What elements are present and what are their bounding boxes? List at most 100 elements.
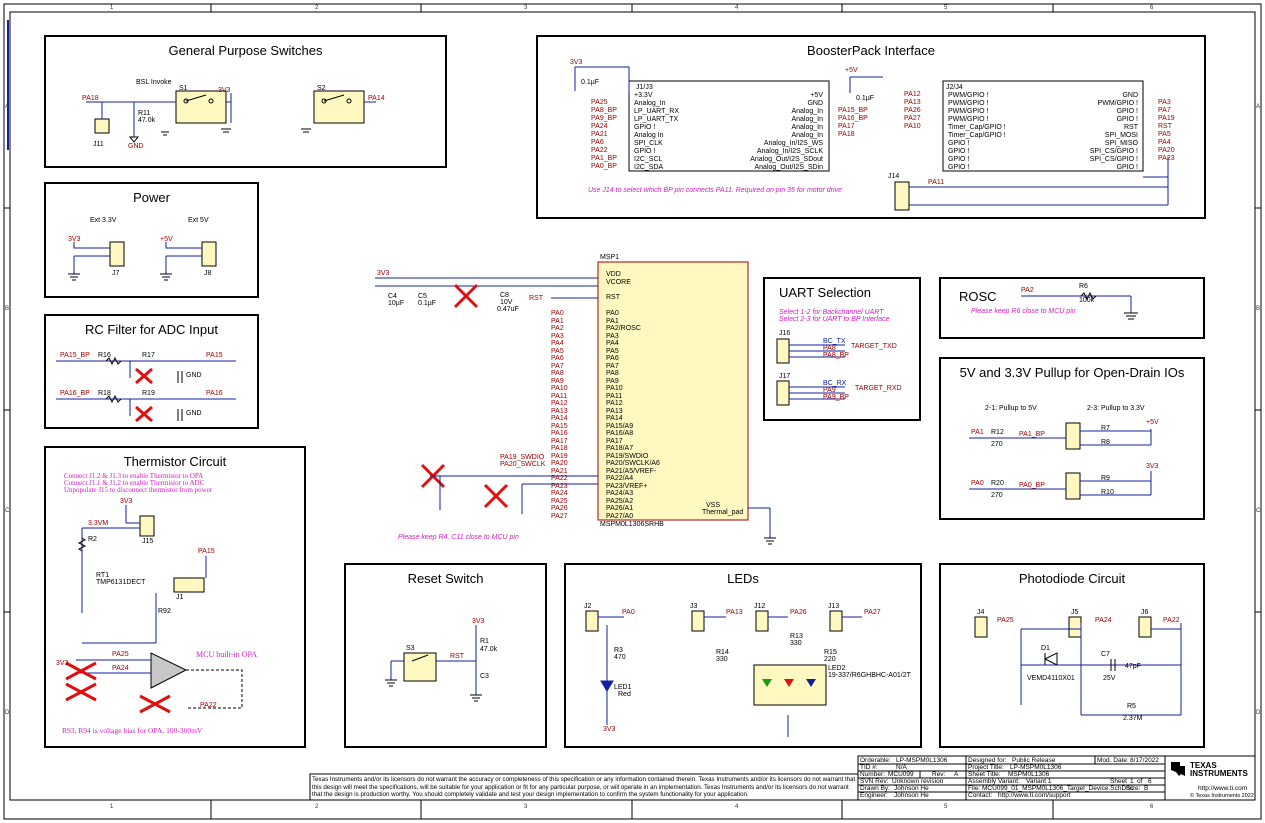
j2-pin-12: SPI_CS/GPIO !	[1089, 156, 1138, 163]
mcu-pin-net: PA4	[551, 340, 564, 347]
mcu-pin: PA14	[606, 415, 623, 422]
r1-ref: R1	[480, 638, 489, 645]
therm-3v3m: 3.3VM	[88, 520, 109, 527]
mcu-pin: PA11	[606, 392, 623, 400]
mcu-pin-net: PA7	[551, 362, 564, 370]
ext33-label: Ext 3.3V	[90, 217, 117, 224]
j2-pin-31: GPIO !	[948, 164, 970, 171]
r10-ref: R10	[1101, 489, 1114, 496]
drawn-label: Drawn By:	[860, 785, 890, 792]
designed-value: Public Release	[1012, 757, 1056, 764]
rosc-r6: R6	[1079, 283, 1088, 290]
row-c-right: C	[1256, 508, 1261, 514]
pullup-right-note: 2-3: Pullup to 3.3V	[1087, 405, 1145, 412]
r15-ref: R15	[824, 649, 837, 656]
s1-ref: S1	[179, 85, 188, 92]
row-b-right: B	[1256, 306, 1261, 312]
mcu-pa20-swclk: PA20_SWCLK	[500, 461, 546, 468]
mcu-pin: PA3	[606, 332, 619, 340]
j1-pin-29: Analog_Out/I2S_SDout	[750, 156, 823, 163]
j2-net-pa10: PA10	[904, 123, 921, 130]
j2-net-pa19: PA19	[1158, 115, 1175, 122]
boosterpack-block: BoosterPack Interface 3V3 0.1µF 0.1µF +5…	[536, 35, 1206, 219]
led-pa0: PA0	[622, 609, 635, 616]
j2-net-pa26: PA26	[904, 107, 921, 114]
mcu-pin: VCORE	[606, 278, 631, 286]
therm-note-2: Connect J1.1 & J1.2 to enable Thermistor…	[64, 479, 205, 487]
row-d-right: D	[1256, 710, 1261, 716]
j3-led-ref: J3	[690, 603, 698, 610]
mcu-pin-net: PA8	[551, 370, 564, 377]
mcu-pin: PA21/A5/VREF-	[606, 467, 657, 475]
rc-drawing	[56, 356, 236, 423]
number-label: Number:	[860, 771, 885, 778]
therm-note-3: Unpopulate J15 to disconnect thermistor …	[64, 486, 213, 494]
j4-photo-ref: J4	[977, 609, 985, 616]
j2-led-ref: J2	[584, 603, 592, 610]
pullup-pa0: PA0	[971, 480, 984, 487]
project-label: Project Title:	[968, 764, 1004, 771]
mcu-pin: PA24/A3	[606, 490, 634, 497]
j1-pin-5: GPIO !	[634, 124, 656, 131]
j2-net-pa23: PA23	[1158, 155, 1175, 162]
tid-label: TID #:	[860, 764, 878, 771]
j6-photo-ref: J6	[1141, 609, 1149, 616]
gnd-switches: GND	[128, 143, 144, 150]
j16-ref: J16	[779, 330, 791, 337]
j2-pin-34: GPIO !	[948, 140, 970, 147]
svn-value: Unknown revision	[892, 778, 944, 785]
mcu-pin-net: PA23	[551, 482, 568, 490]
mcu-pin-net: PA16	[551, 430, 568, 437]
j1-pin-23: Analog_In	[791, 108, 823, 115]
mcu-pin-net: PA12	[551, 400, 568, 407]
therm-3v3: 3V3	[120, 498, 133, 505]
r3-value: 470	[614, 654, 626, 661]
j11-ref: J11	[93, 141, 104, 148]
j1-net-pa8bp: PA8_BP	[591, 107, 617, 114]
reset-3v3: 3V3	[472, 618, 485, 625]
r13-value: 330	[790, 640, 802, 647]
rosc-title: ROSC	[959, 289, 997, 304]
j1-pin-8: GPIO !	[634, 148, 656, 155]
net-pa18: PA18	[82, 95, 99, 102]
rc-gnd-1: GND	[186, 372, 202, 379]
uart-drawing	[776, 338, 845, 406]
rosc-r6-value: 100k	[1079, 297, 1095, 304]
leds-drawing	[585, 610, 862, 737]
led1-color: Red	[618, 691, 631, 698]
j1-net-pa6: PA6	[591, 139, 604, 146]
mcu-vss: VSS	[706, 502, 721, 509]
j2-pin-39: PWM/GPIO !	[948, 100, 989, 107]
j2-pin-13: SPI_CS/GPIO !	[1089, 148, 1138, 155]
assembly-value: Variant 1	[1026, 778, 1052, 785]
rev-label: Rev:	[932, 771, 946, 778]
col-4-bottom: 4	[735, 804, 739, 810]
boosterpack-title: BoosterPack Interface	[807, 43, 935, 58]
j2-net-pa20: PA20	[1158, 147, 1175, 154]
uart-title: UART Selection	[779, 285, 872, 300]
mcu-note: Please keep R4, C11 close to MCU pin	[398, 534, 519, 541]
photo-pa25: PA25	[997, 617, 1014, 624]
power-title: Power	[133, 190, 170, 205]
mcu-part: MSPM0L1306SRHB	[600, 521, 664, 528]
r5-ref: R5	[1127, 703, 1136, 710]
sheet-value: 1	[1130, 778, 1134, 785]
power-drawing	[68, 241, 217, 281]
col-3-bottom: 3	[524, 804, 528, 810]
j1-pin-30: Analog_Out/I2S_SDin	[754, 164, 824, 171]
j2-pin-16: RST	[1124, 124, 1138, 131]
j5-photo-ref: J5	[1071, 609, 1079, 616]
mcu-pin-net: PA26	[551, 505, 568, 512]
bsl-invoke-label: BSL Invoke	[136, 79, 172, 86]
rc-title: RC Filter for ADC Input	[85, 322, 218, 337]
j8-ref: J8	[204, 270, 212, 277]
s3-ref: S3	[406, 645, 415, 652]
pullup-left-note: 2-1: Pullup to 5V	[985, 405, 1037, 412]
mcu-pa19-swdio: PA19_SWDIO	[500, 454, 545, 461]
uart-pa8bp: PA8_BP	[823, 352, 849, 359]
j1-pin-27: Analog_In/I2S_WS	[763, 140, 823, 147]
mcu-pin-net: PA9	[551, 377, 564, 385]
r20-value: 270	[991, 492, 1003, 499]
col-2-bottom: 2	[315, 804, 319, 810]
